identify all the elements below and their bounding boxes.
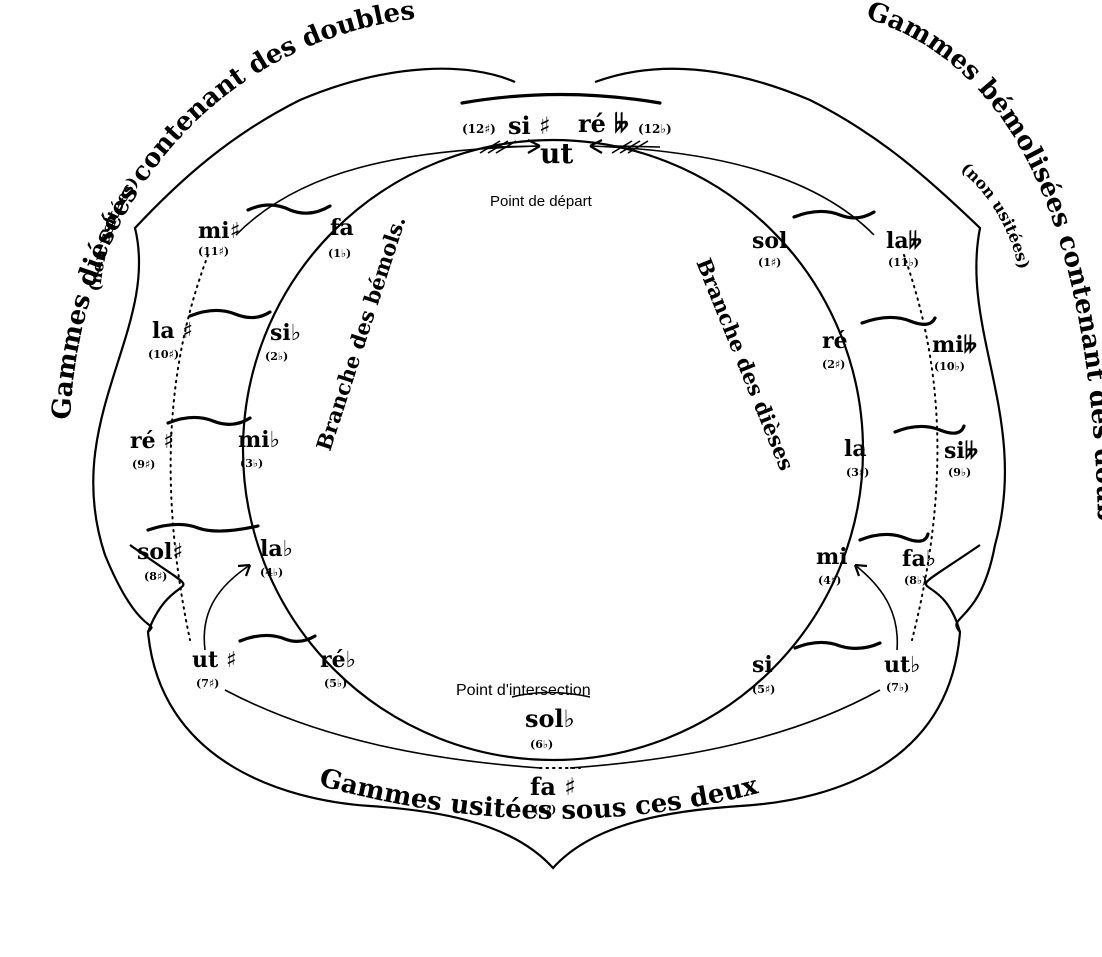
note-la-double-flat-count: (11♭)	[888, 256, 919, 269]
note-si-flat: si♭	[270, 320, 301, 346]
note-mi-double-flat-count: (10♭)	[934, 360, 965, 373]
note-sol-sharp-count: (8♯)	[144, 570, 167, 583]
note-si-flat-count: (2♭)	[265, 350, 288, 363]
note-mi-sharp-count: (11♯)	[198, 245, 229, 258]
note-fa: fa	[330, 215, 354, 241]
note-ut-flat-count: (7♭)	[886, 681, 909, 694]
caption-right-sub: (non usitées)	[957, 159, 1033, 271]
main-circle	[241, 138, 865, 762]
note-fa-sharp-count: (6♯)	[533, 803, 556, 816]
note-re-flat: ré♭	[320, 647, 356, 673]
note-re-double-flat-count: (12♭)	[638, 122, 672, 136]
note-la-double-flat: la𝄫	[886, 228, 922, 254]
note-ut-sharp: ut ♯	[192, 647, 236, 673]
intersection-point-label: Point d'intersection	[456, 682, 591, 699]
top-arrows	[479, 139, 661, 154]
note-ut-sharp-count: (7♯)	[196, 677, 219, 690]
note-re-count: (2♯)	[822, 358, 845, 371]
note-mi: mi	[816, 544, 848, 570]
note-ut-flat: ut♭	[884, 652, 921, 678]
note-sol-count: (1♯)	[758, 256, 781, 269]
tilde-braces	[146, 92, 966, 698]
start-point-label: Point de départ	[490, 193, 593, 210]
note-si-sharp-count: (12♯)	[462, 122, 496, 136]
note-fa-sharp: fa ♯	[530, 772, 576, 801]
note-si-sharp: si ♯	[508, 111, 551, 140]
note-si-double-flat-count: (9♭)	[948, 466, 971, 479]
note-re: ré	[822, 328, 848, 354]
note-re-double-flat: ré 𝄫	[578, 109, 629, 138]
note-sol-sharp: sol♯	[137, 539, 183, 565]
note-ut: ut	[540, 137, 573, 170]
note-mi-sharp: mi♯	[198, 218, 240, 244]
note-si-count: (5♯)	[752, 683, 775, 696]
note-la-flat-count: (4♭)	[260, 566, 283, 579]
flat-branch-label: Branche des bémols.	[311, 213, 410, 454]
note-sol-flat: sol♭	[525, 704, 575, 733]
inner-arrowheads	[237, 563, 868, 577]
note-mi-count: (4♯)	[818, 574, 841, 587]
note-fa-count: (1♭)	[328, 247, 351, 260]
note-la-sharp-count: (10♯)	[148, 348, 179, 361]
note-mi-double-flat: mi𝄫	[932, 332, 977, 358]
note-sol-flat-count: (6♭)	[530, 738, 553, 751]
note-sol: sol	[752, 228, 787, 254]
note-fa-flat: fa♭	[902, 546, 936, 572]
note-re-flat-count: (5♭)	[324, 677, 347, 690]
outer-branches	[169, 145, 939, 769]
sharp-branch-label: Branche des dièses	[691, 255, 799, 474]
note-la-count: (3♯)	[846, 466, 869, 479]
note-la: la	[844, 436, 867, 462]
note-si: si	[752, 652, 773, 678]
note-fa-flat-count: (8♭)	[904, 574, 927, 587]
note-la-flat: la♭	[260, 536, 293, 562]
note-re-sharp-count: (9♯)	[132, 458, 155, 471]
outer-cartouche	[92, 67, 1007, 870]
note-la-sharp: la ♯	[152, 318, 193, 344]
note-mi-flat-count: (3♭)	[240, 457, 263, 470]
note-mi-flat: mi♭	[238, 427, 280, 453]
note-si-double-flat: si𝄫	[944, 438, 978, 464]
note-re-sharp: ré ♯	[130, 428, 174, 454]
